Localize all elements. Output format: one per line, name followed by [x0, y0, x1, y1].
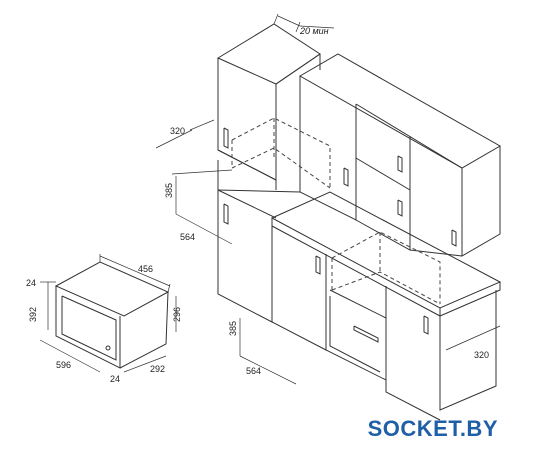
base-cabinets: [270, 191, 502, 421]
wall-cabinet-handle-3: [397, 199, 403, 217]
wall-cabinet-handle-1: [343, 167, 349, 187]
base-handle-2: [423, 315, 429, 335]
upper-niche-depth-label: 564: [180, 232, 195, 242]
lower-niche-height-label: 385: [228, 321, 238, 336]
appliance-dimension-lines: [39, 254, 177, 373]
appliance-left-offset-label: 24: [26, 278, 36, 288]
clearance-label: 20 мин: [299, 26, 329, 36]
wall-cabinet-handle-4: [451, 229, 457, 247]
wall-cabinet-handle-2: [397, 155, 403, 173]
appliance-inner-height-label: 296: [172, 307, 182, 322]
upper-niche-width-label: 320: [170, 126, 185, 136]
dimension-lines: [155, 13, 501, 385]
base-handle-1: [315, 255, 321, 275]
lower-niche-outline: [331, 231, 441, 305]
upper-niche-outline: [231, 117, 331, 189]
appliance-width-label: 596: [56, 360, 71, 370]
lower-door-handle: [223, 203, 229, 225]
appliance-inner-width-label: 456: [138, 264, 153, 274]
appliance-height-label: 392: [28, 307, 38, 322]
drawer-handle: [353, 325, 379, 343]
appliance-depth-label: 292: [150, 364, 165, 374]
upper-niche-height-label: 385: [164, 183, 174, 198]
appliance-knob: [105, 345, 111, 351]
lower-niche-depth-label: 564: [246, 366, 261, 376]
upper-cabinet-handle: [223, 127, 229, 149]
lower-niche-width-label: 320: [474, 350, 489, 360]
brand-logo: SOCKET.BY: [367, 416, 498, 441]
appliance-bottom-offset-label: 24: [110, 374, 120, 384]
wall-cabinets: [298, 53, 502, 257]
